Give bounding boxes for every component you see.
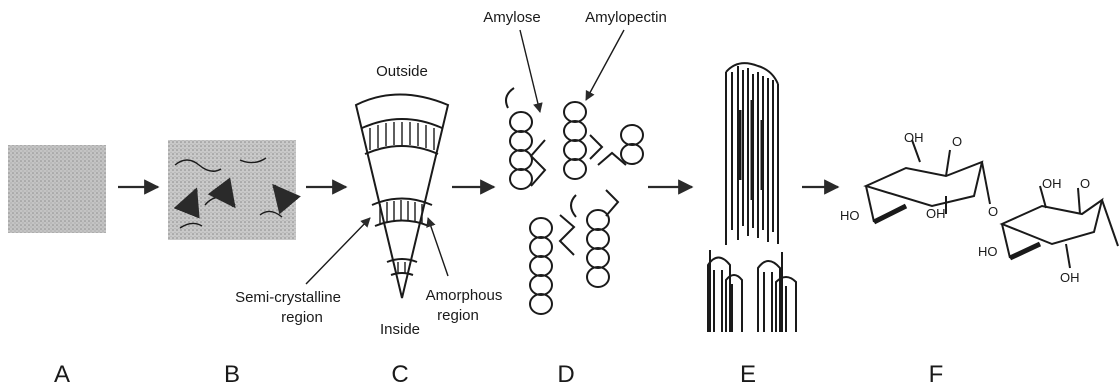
chem-o-ring-1: O [952,134,962,149]
panel-a-granule [8,145,106,233]
pointer-amylopectin [586,30,624,100]
panel-label-b: B [224,361,240,388]
panel-c-growth-rings [356,95,448,299]
pointer-amorphous [428,218,448,276]
panel-label-c: C [391,361,408,388]
chem-oh-3: OH [1042,176,1062,191]
chem-oh-4: OH [1060,270,1080,285]
label-semi-crystalline-region: region [281,309,323,326]
label-inside: Inside [380,321,420,338]
panel-label-d: D [557,361,574,388]
pointer-semi-crystalline [306,218,370,284]
chem-o-link: O [988,204,998,219]
label-semi-crystalline: Semi-crystalline [235,289,341,306]
chem-oh-1: OH [904,130,924,145]
pointer-amylose [520,30,540,112]
label-amorphous: Amorphous [426,287,503,304]
label-amorphous-region: region [437,307,479,324]
panel-label-f: F [929,361,944,388]
panel-b-granule-surface [168,140,296,240]
chem-ho-2: HO [978,244,998,259]
chem-ho-1: HO [840,208,860,223]
chem-o-ring-2: O [1080,176,1090,191]
panel-e-double-helices [708,63,796,332]
chem-oh-2: OH [926,206,946,221]
label-amylose: Amylose [483,9,541,26]
panel-d-amylose-amylopectin [506,88,643,314]
panel-label-a: A [54,361,70,388]
panel-label-e: E [740,361,756,388]
label-outside: Outside [376,63,428,80]
label-amylopectin: Amylopectin [585,9,667,26]
